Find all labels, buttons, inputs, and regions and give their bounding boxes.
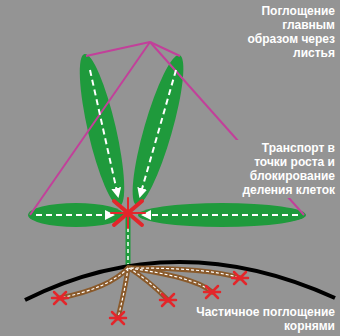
spray-line [150, 42, 180, 56]
leaf [28, 203, 124, 227]
transport-arrow [140, 70, 176, 196]
root-transport [60, 268, 128, 298]
ground-line [25, 262, 335, 300]
transport-arrow [36, 214, 113, 216]
leaf [138, 203, 306, 227]
callout-label: Частичное поглощение корнями [185, 304, 337, 334]
leaves [28, 51, 306, 227]
transport-arrow [90, 70, 118, 196]
root [60, 268, 128, 298]
root-transport [130, 268, 212, 292]
leaf [123, 51, 193, 209]
root-transport [118, 268, 128, 318]
callout-label: Транспорт в точки роста и блокирование д… [235, 140, 337, 198]
callout-label: Поглощение главным образом через листья [243, 3, 337, 61]
leaf [71, 51, 133, 209]
growth-point-star [111, 198, 145, 228]
root [131, 268, 240, 278]
spray-line [86, 42, 150, 56]
stem-transport [127, 228, 129, 264]
root-transport [131, 268, 240, 278]
spray-line [30, 42, 150, 215]
transport-arrow [143, 214, 298, 216]
